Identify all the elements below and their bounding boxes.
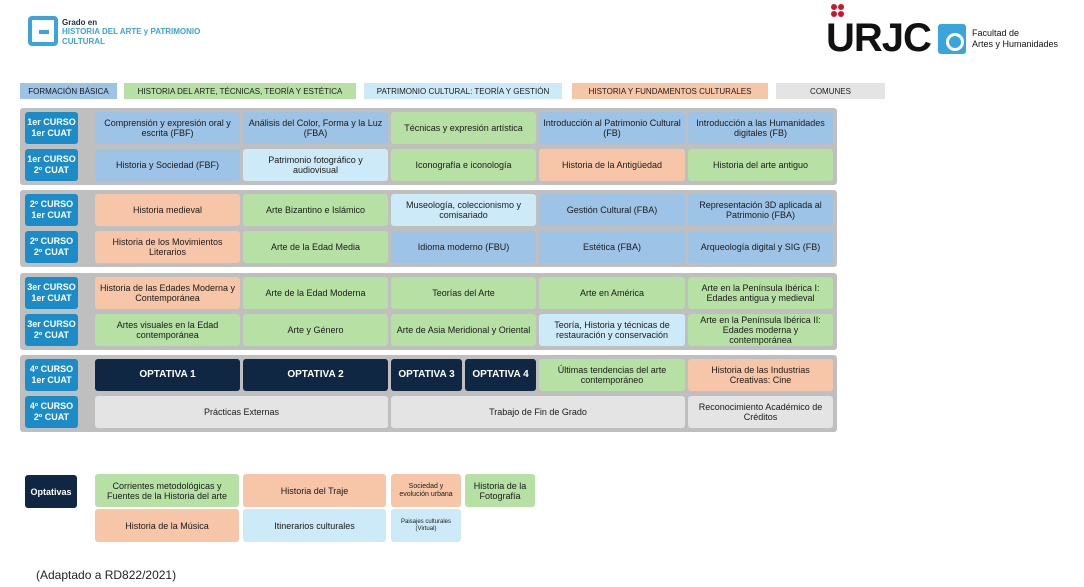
program-line2: HISTORIA DEL ARTE y PATRIMONIO CULTURAL: [62, 27, 201, 46]
course-cell: Historia de los Movimientos Literarios: [95, 231, 240, 263]
program-logo: Grado en HISTORIA DEL ARTE y PATRIMONIO …: [28, 16, 208, 52]
course-cell: Teoría, Historia y técnicas de restaurac…: [539, 314, 685, 346]
optativa-item: Itinerarios culturales: [243, 509, 386, 542]
course-cell: Arte en la Península Ibérica II: Edades …: [688, 314, 833, 346]
label-c4q2: 4º CURSO 2º CUAT: [25, 396, 78, 428]
course-cell: Arte y Género: [243, 314, 388, 346]
course-cell: Arte de la Edad Media: [243, 231, 388, 263]
course-cell: Historia de la Antigüedad: [539, 149, 685, 181]
course-cell: Museología, coleccionismo y comisariado: [391, 194, 536, 226]
course-cell: Reconocimiento Académico de Créditos: [688, 396, 833, 428]
course-cell: Análisis del Color, Forma y la Luz (FBA): [243, 112, 388, 144]
optativa-slot: OPTATIVA 1: [95, 359, 240, 391]
course-cell: Prácticas Externas: [95, 396, 388, 428]
course-cell: Historia de las Industrias Creativas: Ci…: [688, 359, 833, 391]
course-cell: Historia y Sociedad (FBF): [95, 149, 240, 181]
label-c2q2: 2º CURSO 2º CUAT: [25, 231, 78, 263]
crown-icon: [828, 4, 850, 18]
course-cell: Historia de las Edades Moderna y Contemp…: [95, 277, 240, 309]
legend-historia: HISTORIA DEL ARTE, TÉCNICAS, TEORÍA Y ES…: [124, 83, 356, 99]
faculty-name: Facultad de Artes y Humanidades: [972, 28, 1059, 49]
university-logo: URJC Facultad de Artes y Humanidades: [826, 2, 1066, 62]
label-c4q1: 4º CURSO 1er CUAT: [25, 359, 78, 391]
optativa-item: Paisajes culturales (Virtual): [391, 509, 461, 542]
optativa-item: Corrientes metodológicas y Fuentes de la…: [95, 474, 239, 507]
legend-fundamentos: HISTORIA Y FUNDAMENTOS CULTURALES: [572, 83, 768, 99]
legend-comunes: COMUNES: [776, 83, 885, 99]
course-cell: Gestión Cultural (FBA): [539, 194, 685, 226]
optativa-item: Historia de la Música: [95, 509, 239, 542]
optativa-item: Historia de la Fotografía: [465, 474, 535, 507]
course-cell: Comprensión y expresión oral y escrita (…: [95, 112, 240, 144]
course-cell: Arte en América: [539, 277, 685, 309]
course-cell: Introducción a las Humanidades digitales…: [688, 112, 833, 144]
optativa-slot: OPTATIVA 4: [465, 359, 536, 391]
legend-patrimonio: PATRIMONIO CULTURAL: TEORÍA Y GESTIÓN: [364, 83, 562, 99]
footer-note: (Adaptado a RD822/2021): [36, 568, 177, 582]
course-cell: Iconografía e iconología: [391, 149, 536, 181]
course-cell: Arqueología digital y SIG (FB): [688, 231, 833, 263]
course-cell: Teorías del Arte: [391, 277, 536, 309]
faculty-logo-icon: [938, 24, 966, 54]
course-cell: Artes visuales en la Edad contemporánea: [95, 314, 240, 346]
program-line1: Grado en: [62, 18, 98, 27]
label-c1q1: 1er CURSO 1er CUAT: [25, 112, 78, 144]
university-name: URJC: [826, 16, 932, 60]
legend-basica: FORMACIÓN BÁSICA: [20, 83, 117, 99]
course-cell: Arte Bizantino e Islámico: [243, 194, 388, 226]
optativa-slot: OPTATIVA 3: [391, 359, 462, 391]
course-cell: Últimas tendencias del arte contemporáne…: [539, 359, 685, 391]
optativa-item: Historia del Traje: [243, 474, 386, 507]
course-cell: Idioma moderno (FBU): [391, 231, 536, 263]
optativas-label: Optativas: [25, 475, 77, 508]
course-cell: Trabajo de Fin de Grado: [391, 396, 685, 428]
label-c3q1: 3er CURSO 1er CUAT: [25, 277, 78, 309]
course-cell: Estética (FBA): [539, 231, 685, 263]
course-cell: Técnicas y expresión artística: [391, 112, 536, 144]
course-cell: Arte de Asia Meridional y Oriental: [391, 314, 536, 346]
program-logo-icon: [28, 16, 58, 46]
optativa-slot: OPTATIVA 2: [243, 359, 388, 391]
course-cell: Historia del arte antiguo: [688, 149, 833, 181]
course-cell: Arte de la Edad Moderna: [243, 277, 388, 309]
label-c1q2: 1er CURSO 2º CUAT: [25, 149, 78, 181]
course-cell: Arte en la Península Ibérica I: Edades a…: [688, 277, 833, 309]
label-c2q1: 2º CURSO 1er CUAT: [25, 194, 78, 226]
label-c3q2: 3er CURSO 2º CUAT: [25, 314, 78, 346]
course-cell: Patrimonio fotográfico y audiovisual: [243, 149, 388, 181]
course-cell: Representación 3D aplicada al Patrimonio…: [688, 194, 833, 226]
course-cell: Introducción al Patrimonio Cultural (FB): [539, 112, 685, 144]
optativa-item: Sociedad y evolución urbana: [391, 474, 461, 507]
course-cell: Historia medieval: [95, 194, 240, 226]
